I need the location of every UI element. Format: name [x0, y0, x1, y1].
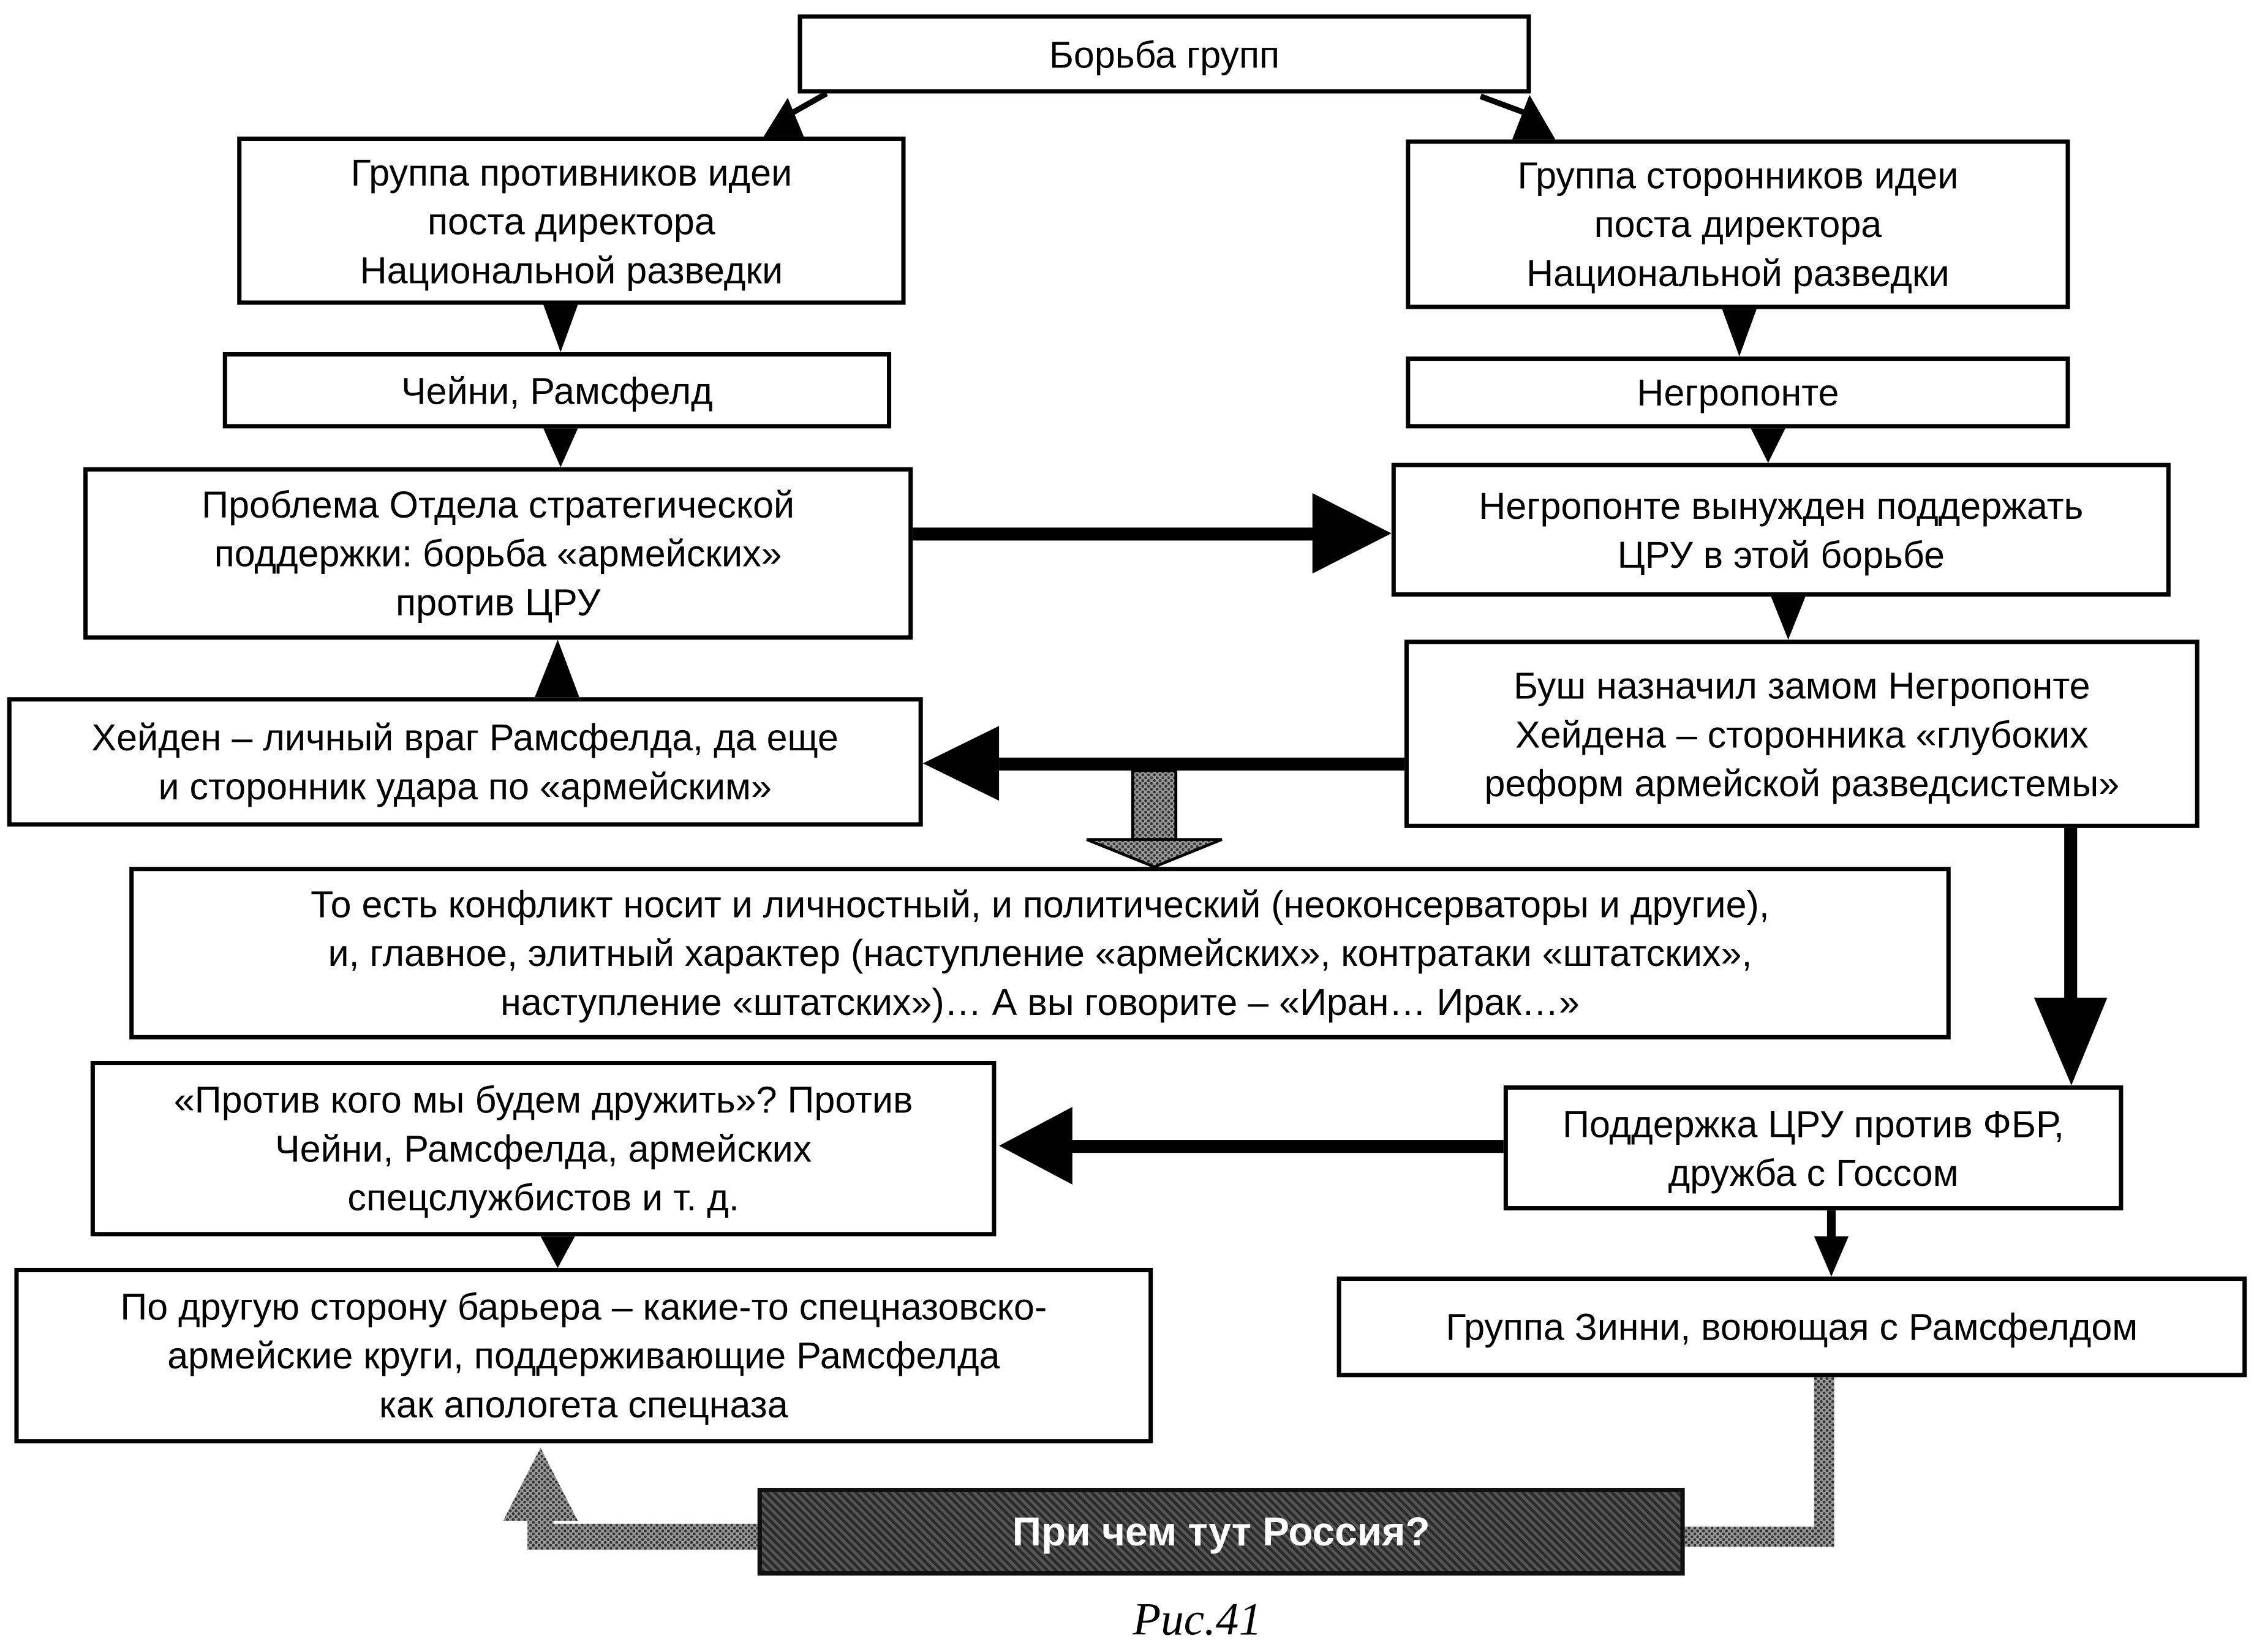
hayden-box: Хейден – личный враг Рамсфелда, да еще и… — [7, 697, 923, 827]
arrow-to-conclusion — [1086, 769, 1223, 869]
left-problem-box: Проблема Отдела стратегической поддержки… — [83, 467, 913, 640]
figure-caption: Рис.41 — [1133, 1593, 1262, 1645]
arrow-right-members-to-forced — [1751, 428, 1785, 463]
left-group-box: Группа противников идеи поста директора … — [237, 136, 906, 305]
arrow-cia-support-to-against — [999, 1107, 1504, 1185]
arrow-forced-to-bush — [1771, 596, 1806, 640]
arrow-bush-to-hayden — [922, 726, 1404, 801]
arrow-russia-to-other-side — [503, 1447, 758, 1550]
against-whom-box: «Против кого мы будем дружить»? Против Ч… — [90, 1061, 997, 1237]
bush-appointed-box: Буш назначил замом Негропонте Хейдена – … — [1404, 639, 2199, 828]
zinni-group-box: Группа Зинни, воюющая с Рамсфелдом — [1336, 1277, 2247, 1378]
other-side-box: По другую сторону барьера – какие-то спе… — [14, 1267, 1153, 1444]
arrow-cia-support-to-zinni — [1814, 1210, 1849, 1277]
arrow-problem-to-forced — [913, 492, 1392, 574]
russia-question-box: При чем тут Россия? — [757, 1488, 1685, 1576]
arrow-title-to-right — [1479, 93, 1556, 140]
arrow-left-group-to-members — [543, 304, 578, 352]
right-members-box: Негропонте — [1406, 356, 2070, 429]
right-group-box: Группа сторонников идеи поста директора … — [1406, 139, 2070, 309]
conclusion-box: То есть конфликт носит и личностный, и п… — [129, 867, 1951, 1039]
arrow-zinni-to-russia — [1684, 1377, 1834, 1547]
arrow-title-to-left — [761, 91, 828, 140]
left-members-box: Чейни, Рамсфелд — [222, 352, 892, 429]
arrow-against-to-other-side — [540, 1236, 575, 1268]
arrow-hayden-to-problem — [535, 639, 579, 698]
arrow-left-members-to-problem — [543, 428, 578, 467]
right-forced-box: Негропонте вынужден поддержать ЦРУ в это… — [1391, 462, 2171, 597]
arrow-bush-to-cia-support — [2034, 828, 2108, 1085]
cia-support-box: Поддержка ЦРУ против ФБР, дружба с Госсо… — [1503, 1085, 2124, 1211]
arrow-right-group-to-members — [1722, 309, 1757, 357]
title-box: Борьба групп — [797, 14, 1531, 94]
